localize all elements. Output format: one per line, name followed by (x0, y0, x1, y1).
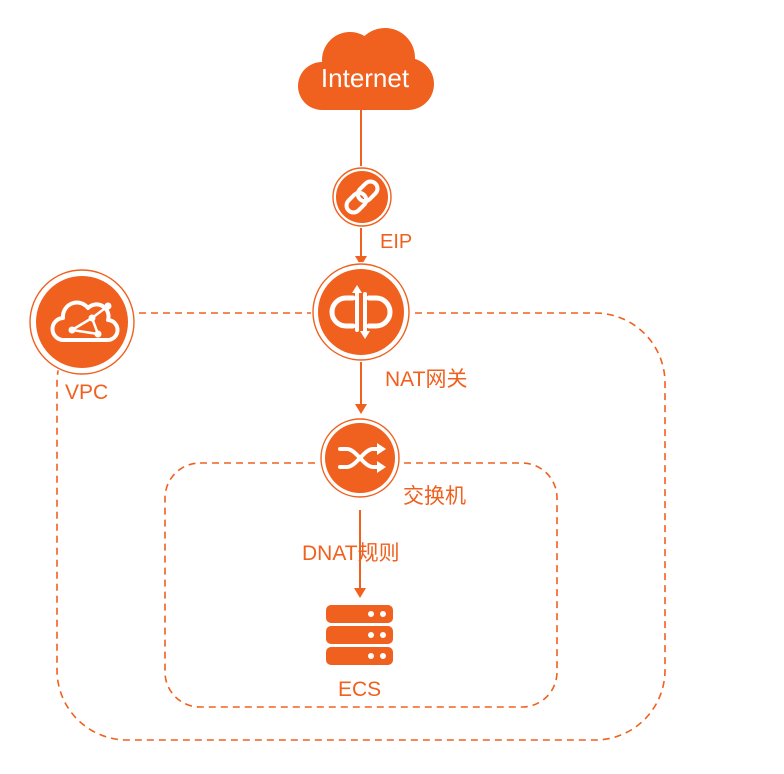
internet-label: Internet (321, 63, 410, 93)
network-node (68, 326, 76, 334)
server-led (368, 653, 374, 659)
eip-label: EIP (380, 231, 412, 253)
server-led (368, 632, 374, 638)
vpc-label: VPC (65, 381, 108, 404)
gateway-left-bracket (329, 295, 356, 329)
ecs-label: ECS (338, 678, 381, 701)
shuffle-path (338, 447, 380, 469)
gateway-arrow-up (352, 285, 362, 293)
gateway-icon (311, 262, 411, 362)
vswitch-label: 交换机 (403, 485, 466, 508)
network-link (70, 328, 100, 336)
icon-disc (36, 276, 128, 368)
icon-ring (312, 263, 410, 361)
cloud-body (322, 68, 408, 110)
dnat-rule-label: DNAT规则 (302, 542, 400, 565)
network-node (94, 330, 102, 338)
server-led (380, 611, 386, 617)
gateway-arrow-down (360, 331, 370, 339)
arrow-nat-vswitch (355, 362, 367, 414)
server-unit (326, 626, 393, 644)
arrow-vswitch-ecs (354, 510, 366, 598)
arrowhead (355, 256, 367, 266)
shuffle-icon (319, 417, 401, 499)
link-icon (331, 166, 393, 228)
server-led (368, 611, 374, 617)
gateway-right-bracket (366, 295, 393, 329)
vpc-cloud-outline (50, 300, 120, 342)
network-link (70, 316, 94, 332)
network-cloud-icon (28, 268, 136, 376)
nat-gateway-label: NAT网关 (385, 368, 467, 391)
server-unit (326, 605, 393, 623)
icon-disc (336, 171, 388, 223)
arrowhead (355, 404, 367, 414)
network-node (88, 314, 96, 322)
chain-glyph (344, 179, 380, 215)
icon-ring (29, 269, 135, 375)
cloud-icon: Internet (298, 28, 434, 110)
icon-ring (320, 418, 400, 498)
shuffle-arrowhead (377, 461, 386, 473)
server-icon (326, 605, 393, 665)
server-led (380, 653, 386, 659)
shuffle-arrowhead (377, 443, 386, 455)
icon-disc (318, 269, 404, 355)
icon-ring (332, 167, 392, 227)
server-unit (326, 647, 393, 665)
network-node (104, 302, 112, 310)
server-led (380, 632, 386, 638)
arrowhead (354, 588, 366, 598)
arrow-eip-nat (355, 226, 367, 266)
chain-link (344, 190, 369, 215)
chain-link (355, 179, 380, 204)
